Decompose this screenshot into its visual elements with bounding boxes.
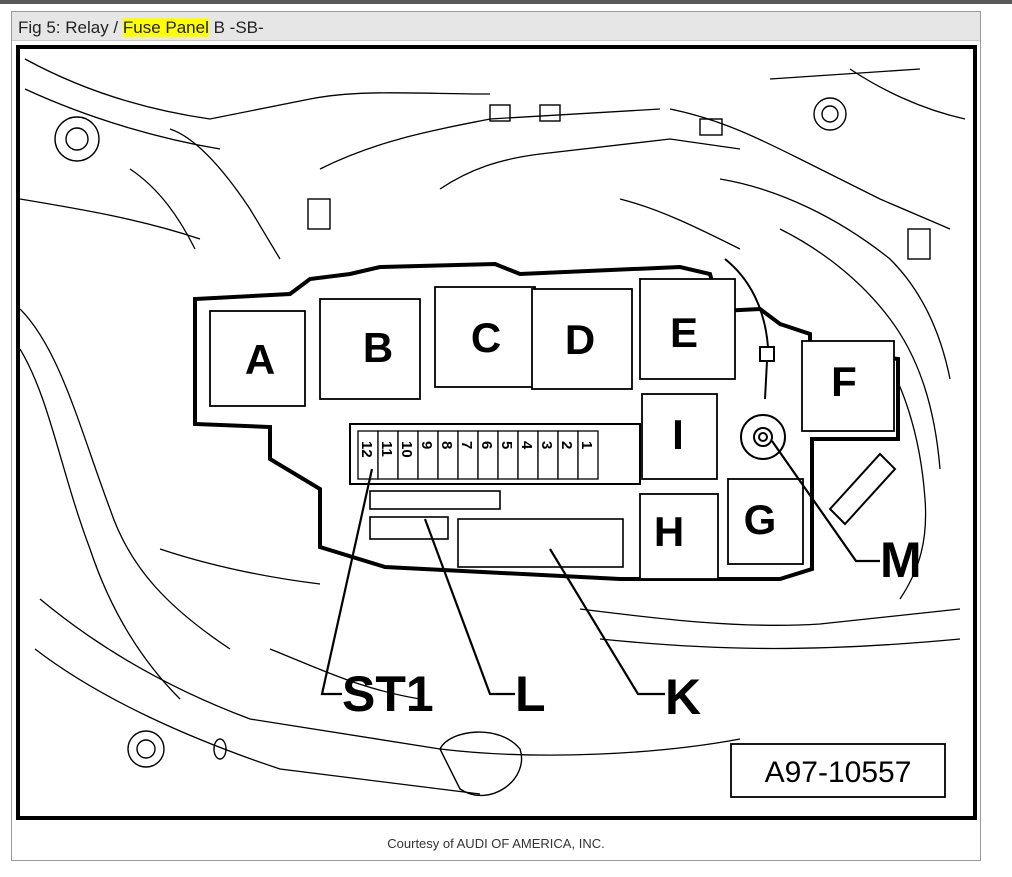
figure-panel: Fig 5: Relay / Fuse Panel B -SB-	[11, 11, 981, 861]
fuse-number-1: 1	[578, 441, 595, 449]
relay-label-b: B	[363, 324, 393, 371]
fuse-number-6: 6	[478, 441, 495, 449]
callout-m: M	[880, 532, 922, 588]
caption-highlight: Fuse Panel	[122, 18, 209, 37]
fuse-number-5: 5	[498, 441, 515, 449]
relay-label-h: H	[654, 508, 684, 555]
callout-l: L	[515, 666, 546, 722]
fuse-number-2: 2	[558, 441, 575, 449]
callout-labels: ST1 L K M	[342, 532, 922, 725]
relay-sockets	[209, 278, 895, 580]
figure-credit: Courtesy of AUDI OF AMERICA, INC.	[387, 836, 605, 851]
fuse-number-7: 7	[458, 441, 475, 449]
fuse-number-8: 8	[438, 441, 455, 449]
ground-stud	[724, 258, 897, 526]
fuse-number-4: 4	[518, 441, 535, 450]
relay-labels: A B C D E F G H I	[245, 309, 857, 555]
callout-st1: ST1	[342, 666, 434, 722]
fuse-number-12: 12	[358, 441, 375, 458]
fuse-numbers: 12 11 10 9 8 7 6 5 4 3 2 1	[358, 441, 595, 458]
figure-caption: Fig 5: Relay / Fuse Panel B -SB-	[12, 12, 980, 41]
callout-leaders	[320, 440, 880, 696]
fuse-strip	[349, 423, 641, 485]
fuse-number-9: 9	[418, 441, 435, 449]
connector-slots	[369, 490, 624, 568]
reference-box	[730, 743, 946, 798]
relay-label-i: I	[672, 411, 684, 458]
relay-label-d: D	[565, 316, 595, 363]
callout-k: K	[665, 669, 701, 725]
caption-suffix: B -SB-	[208, 18, 264, 37]
relay-label-f: F	[831, 358, 857, 405]
fuse-number-3: 3	[538, 441, 555, 449]
relay-label-c: C	[471, 314, 501, 361]
fuse-number-11: 11	[378, 441, 395, 457]
fuse-number-10: 10	[398, 441, 415, 458]
relay-label-e: E	[670, 309, 698, 356]
background-fittings	[54, 97, 931, 796]
fuse-panel-diagram: A B C D E F G H I 12 11 10 9 8 7 6 5 4	[20, 58, 966, 798]
relay-label-a: A	[245, 336, 275, 383]
diagram-frame: A B C D E F G H I 12 11 10 9 8 7 6 5 4	[16, 45, 977, 820]
relay-label-g: G	[744, 496, 777, 543]
top-border	[0, 0, 1012, 4]
reference-number: A97-10557	[765, 756, 912, 789]
caption-prefix: Fig 5: Relay /	[18, 18, 123, 37]
